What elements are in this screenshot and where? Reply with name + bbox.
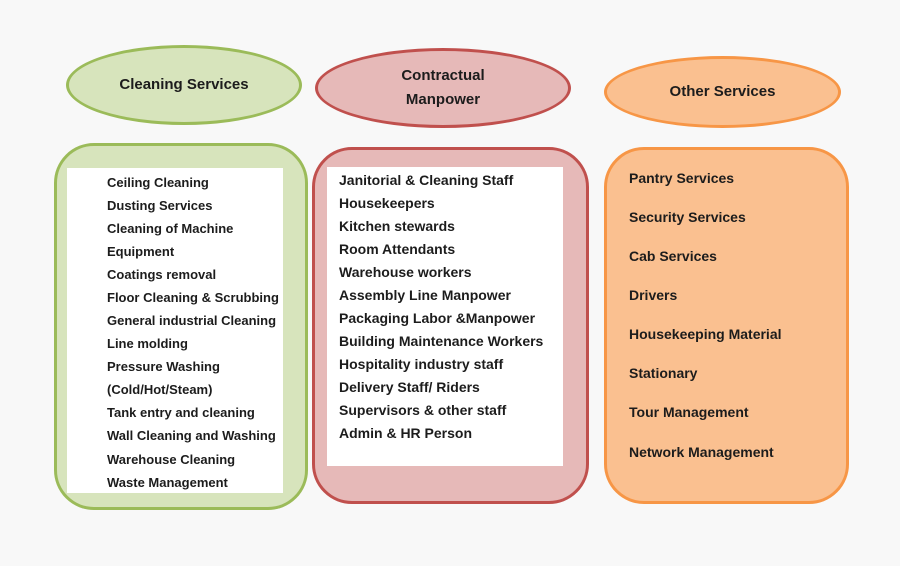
contractual-manpower-list-background <box>327 167 563 466</box>
other-services-panel <box>604 147 849 504</box>
list-item: Room Attendants <box>339 241 456 257</box>
list-item: Hospitality industry staff <box>339 356 504 372</box>
list-item: Housekeepers <box>339 195 435 211</box>
list-item: Building Maintenance Workers <box>339 333 544 349</box>
list-item: Floor Cleaning & Scrubbing <box>107 290 279 305</box>
contractual-manpower-title: Contractual Manpower <box>401 67 485 108</box>
list-item: Tour Management <box>629 404 749 420</box>
contractual-manpower-header: Contractual Manpower <box>315 48 571 128</box>
list-item: Warehouse workers <box>339 264 472 280</box>
list-item: Cab Services <box>629 248 717 264</box>
list-item: Wall Cleaning and Washing <box>107 428 276 443</box>
list-item: Supervisors & other staff <box>339 402 507 418</box>
list-item: Admin & HR Person <box>339 425 473 441</box>
list-item: Stationary <box>629 365 698 381</box>
list-item: Kitchen stewards <box>339 218 455 234</box>
list-item: Coatings removal <box>107 267 217 282</box>
list-item: Dusting Services <box>107 198 213 213</box>
list-item: Waste Management <box>107 475 228 490</box>
list-item: Pantry Services <box>629 170 735 186</box>
list-item: Packaging Labor &Manpower <box>339 310 536 326</box>
cleaning-services-title: Cleaning Services <box>119 76 249 93</box>
list-item: General industrial Cleaning <box>107 313 277 328</box>
list-item: Line molding <box>107 336 188 351</box>
list-item: Security Services <box>629 209 746 225</box>
list-item: Housekeeping Material <box>629 326 782 342</box>
list-item: (Cold/Hot/Steam) <box>107 382 213 397</box>
list-item: Delivery Staff/ Riders <box>339 379 480 395</box>
cleaning-services-header: Cleaning Services <box>66 45 302 125</box>
list-item: Warehouse Cleaning <box>107 452 236 467</box>
list-item: Drivers <box>629 287 678 303</box>
other-services-title: Other Services <box>669 83 776 100</box>
list-item: Tank entry and cleaning <box>107 405 255 420</box>
list-item: Pressure Washing <box>107 359 220 374</box>
list-item: Equipment <box>107 244 175 259</box>
list-item: Assembly Line Manpower <box>339 287 511 303</box>
list-item: Ceiling Cleaning <box>107 175 209 190</box>
cleaning-services-list-background <box>67 168 283 493</box>
list-item: Network Management <box>629 444 774 460</box>
other-services-header: Other Services <box>604 56 841 128</box>
list-item: Cleaning of Machine <box>107 221 234 236</box>
list-item: Janitorial & Cleaning Staff <box>339 172 514 188</box>
